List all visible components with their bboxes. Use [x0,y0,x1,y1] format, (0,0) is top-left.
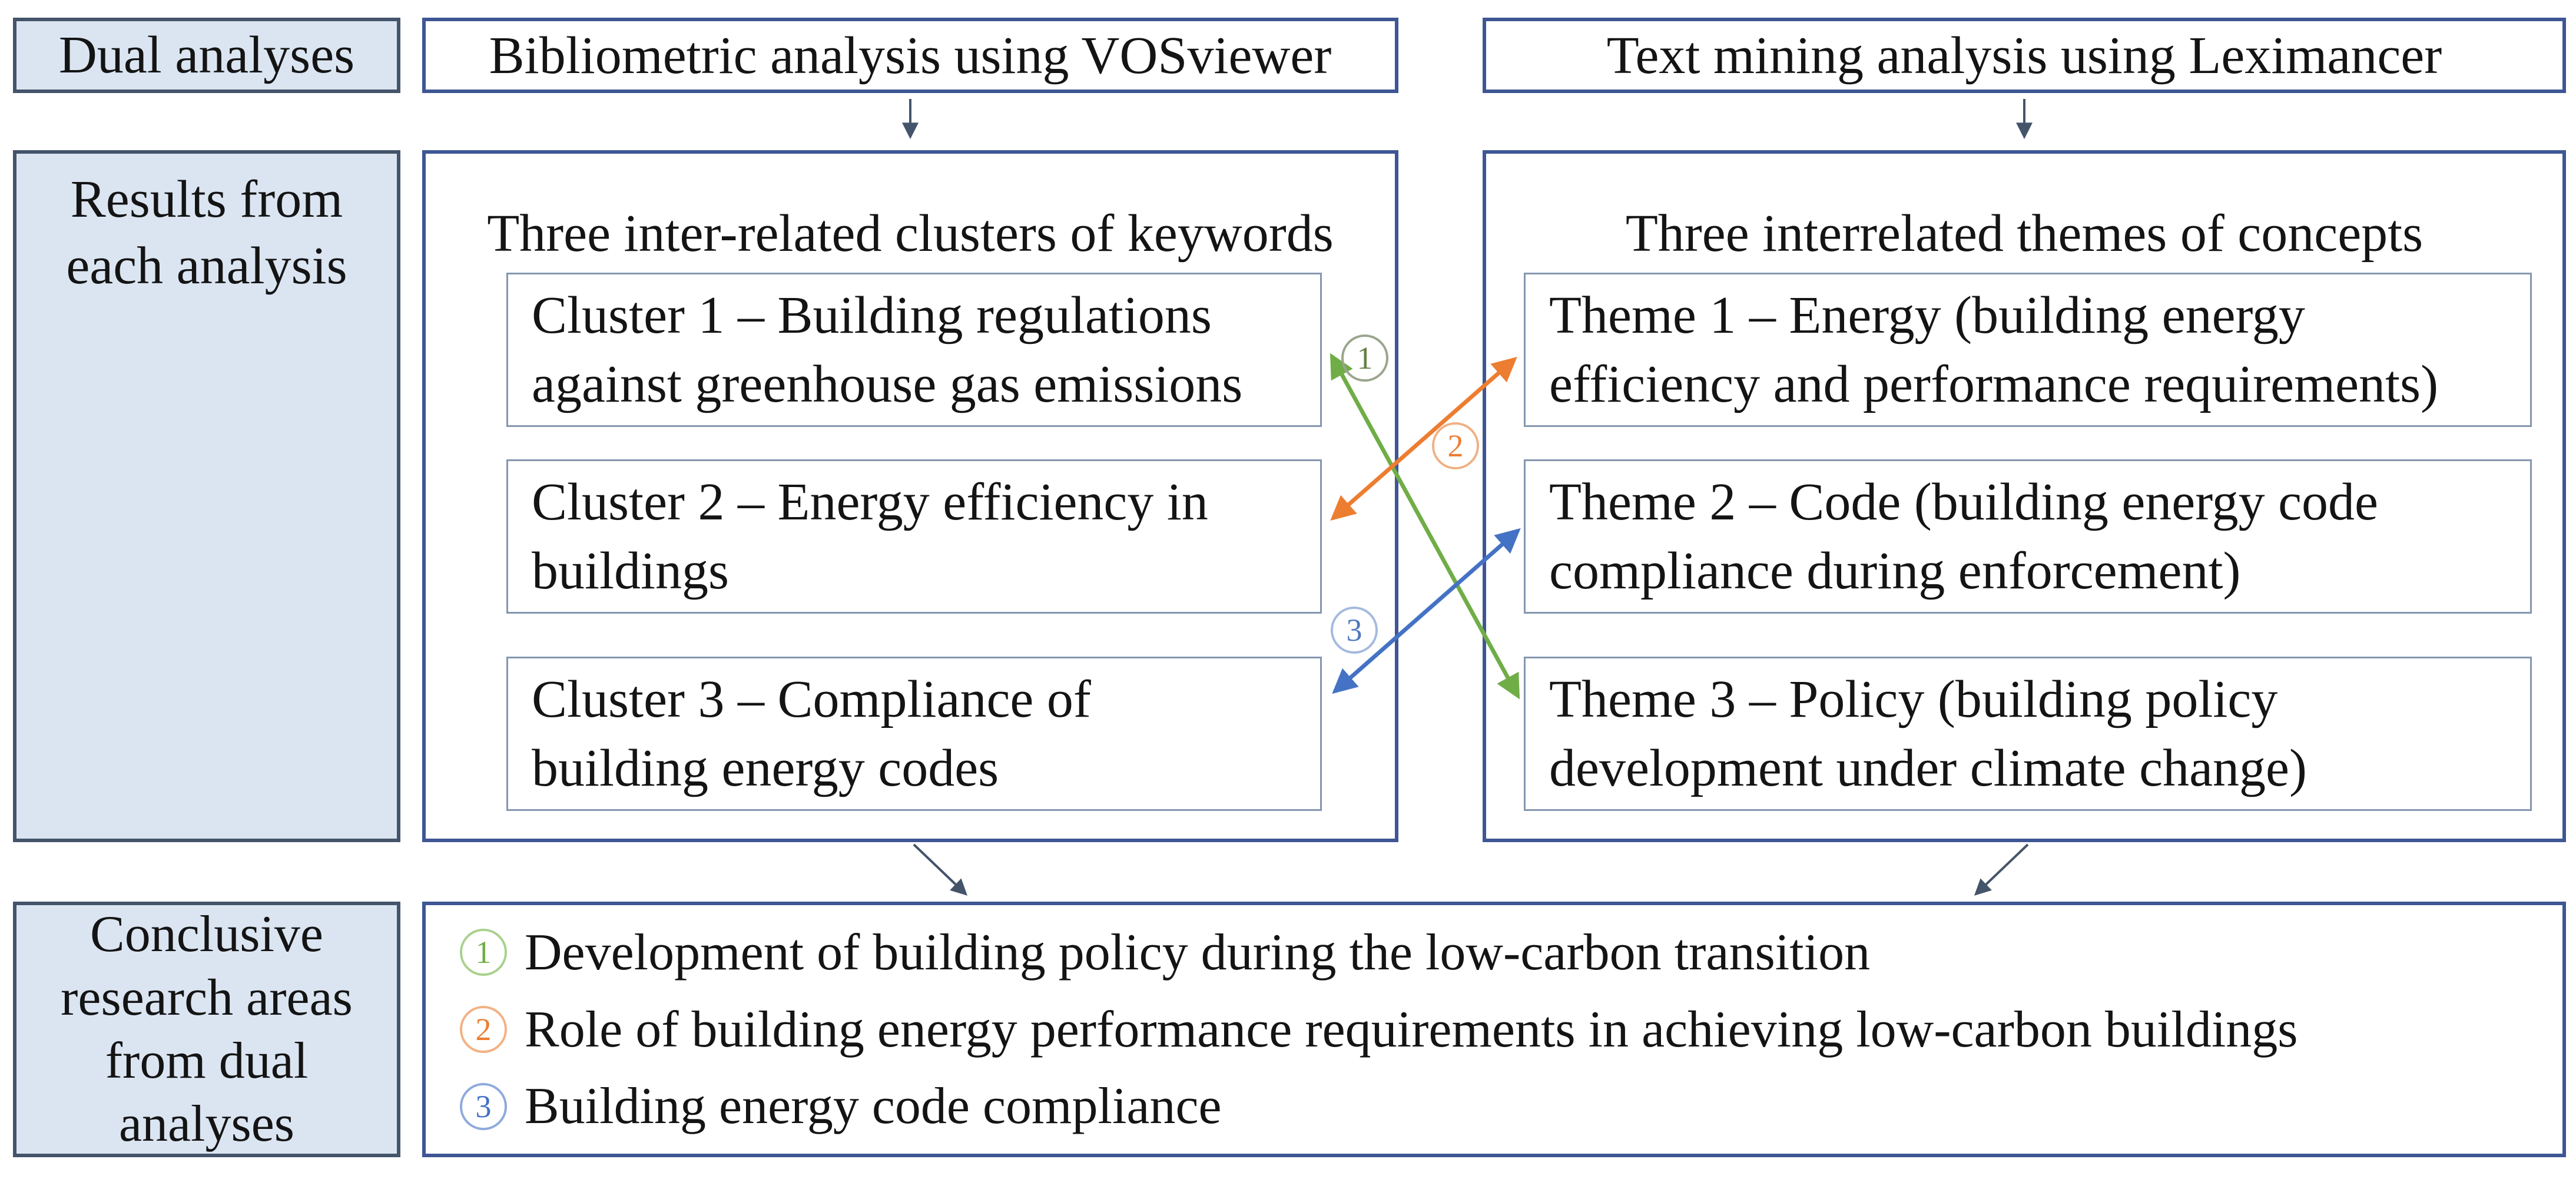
label-results: Results from each analysis [13,150,400,842]
conclusion-item-1: 1 Development of building policy during … [460,923,2562,982]
conclusion-3-number: 3 [475,1088,492,1124]
cluster-2-box: Cluster 2 – Energy efficiency in buildin… [506,459,1322,614]
header-bibliometric: Bibliometric analysis using VOSviewer [422,18,1398,93]
relation-3-badge: 3 [1331,607,1378,654]
relation-1-number: 1 [1357,340,1373,376]
conclusion-2-badge: 2 [460,1006,507,1053]
relation-3-number: 3 [1346,612,1362,648]
conclusion-1-number: 1 [475,935,492,971]
label-results-text: Results from each analysis [66,170,347,295]
label-dual-analyses: Dual analyses [13,18,400,93]
conclusion-3-badge: 3 [460,1082,507,1130]
conclusion-1-badge: 1 [460,929,507,976]
conclusion-1-text: Development of building policy during th… [525,923,1871,981]
label-dual-analyses-text: Dual analyses [58,25,355,84]
cluster-3-box: Cluster 3 – Compliance of building energ… [506,657,1322,811]
relation-2-badge: 2 [1432,422,1479,469]
flow-arrow-themes-to-conclusions [1974,843,2029,896]
cluster-3-text: Cluster 3 – Compliance of building energ… [532,670,1091,797]
conclusion-3-text: Building energy code compliance [525,1078,1222,1135]
header-bibliometric-text: Bibliometric analysis using VOSviewer [489,26,1332,85]
cluster-2-text: Cluster 2 – Energy efficiency in buildin… [532,473,1208,600]
theme-1-text: Theme 1 – Energy (building energy effici… [1549,286,2439,413]
panel-themes-title: Three interrelated themes of concepts [1625,204,2424,263]
theme-1-box: Theme 1 – Energy (building energy effici… [1524,273,2532,427]
conclusion-item-3: 3 Building energy code compliance [460,1077,2562,1136]
conclusion-item-2: 2 Role of building energy performance re… [460,1000,2562,1059]
header-textmining-text: Text mining analysis using Leximancer [1606,26,2442,85]
theme-2-box: Theme 2 – Code (building energy code com… [1524,459,2532,614]
label-conclusive-text: Conclusive research areas from dual anal… [61,906,353,1153]
conclusion-2-number: 2 [475,1012,492,1047]
conclusion-2-text: Role of building energy performance requ… [525,1001,2298,1058]
theme-3-text: Theme 3 – Policy (building policy develo… [1549,670,2307,797]
label-conclusive: Conclusive research areas from dual anal… [13,902,400,1157]
panel-clusters-title: Three inter-related clusters of keywords [487,204,1334,263]
theme-3-box: Theme 3 – Policy (building policy develo… [1524,657,2532,811]
cluster-1-text: Cluster 1 – Building regulations against… [532,286,1243,413]
relation-2-number: 2 [1447,428,1464,463]
theme-2-text: Theme 2 – Code (building energy code com… [1549,473,2378,600]
flow-arrow-clusters-to-conclusions [913,843,968,896]
cluster-1-box: Cluster 1 – Building regulations against… [506,273,1322,427]
relation-1-badge: 1 [1341,335,1388,382]
header-textmining: Text mining analysis using Leximancer [1483,18,2566,93]
conclusions-box: 1 Development of building policy during … [422,902,2566,1157]
